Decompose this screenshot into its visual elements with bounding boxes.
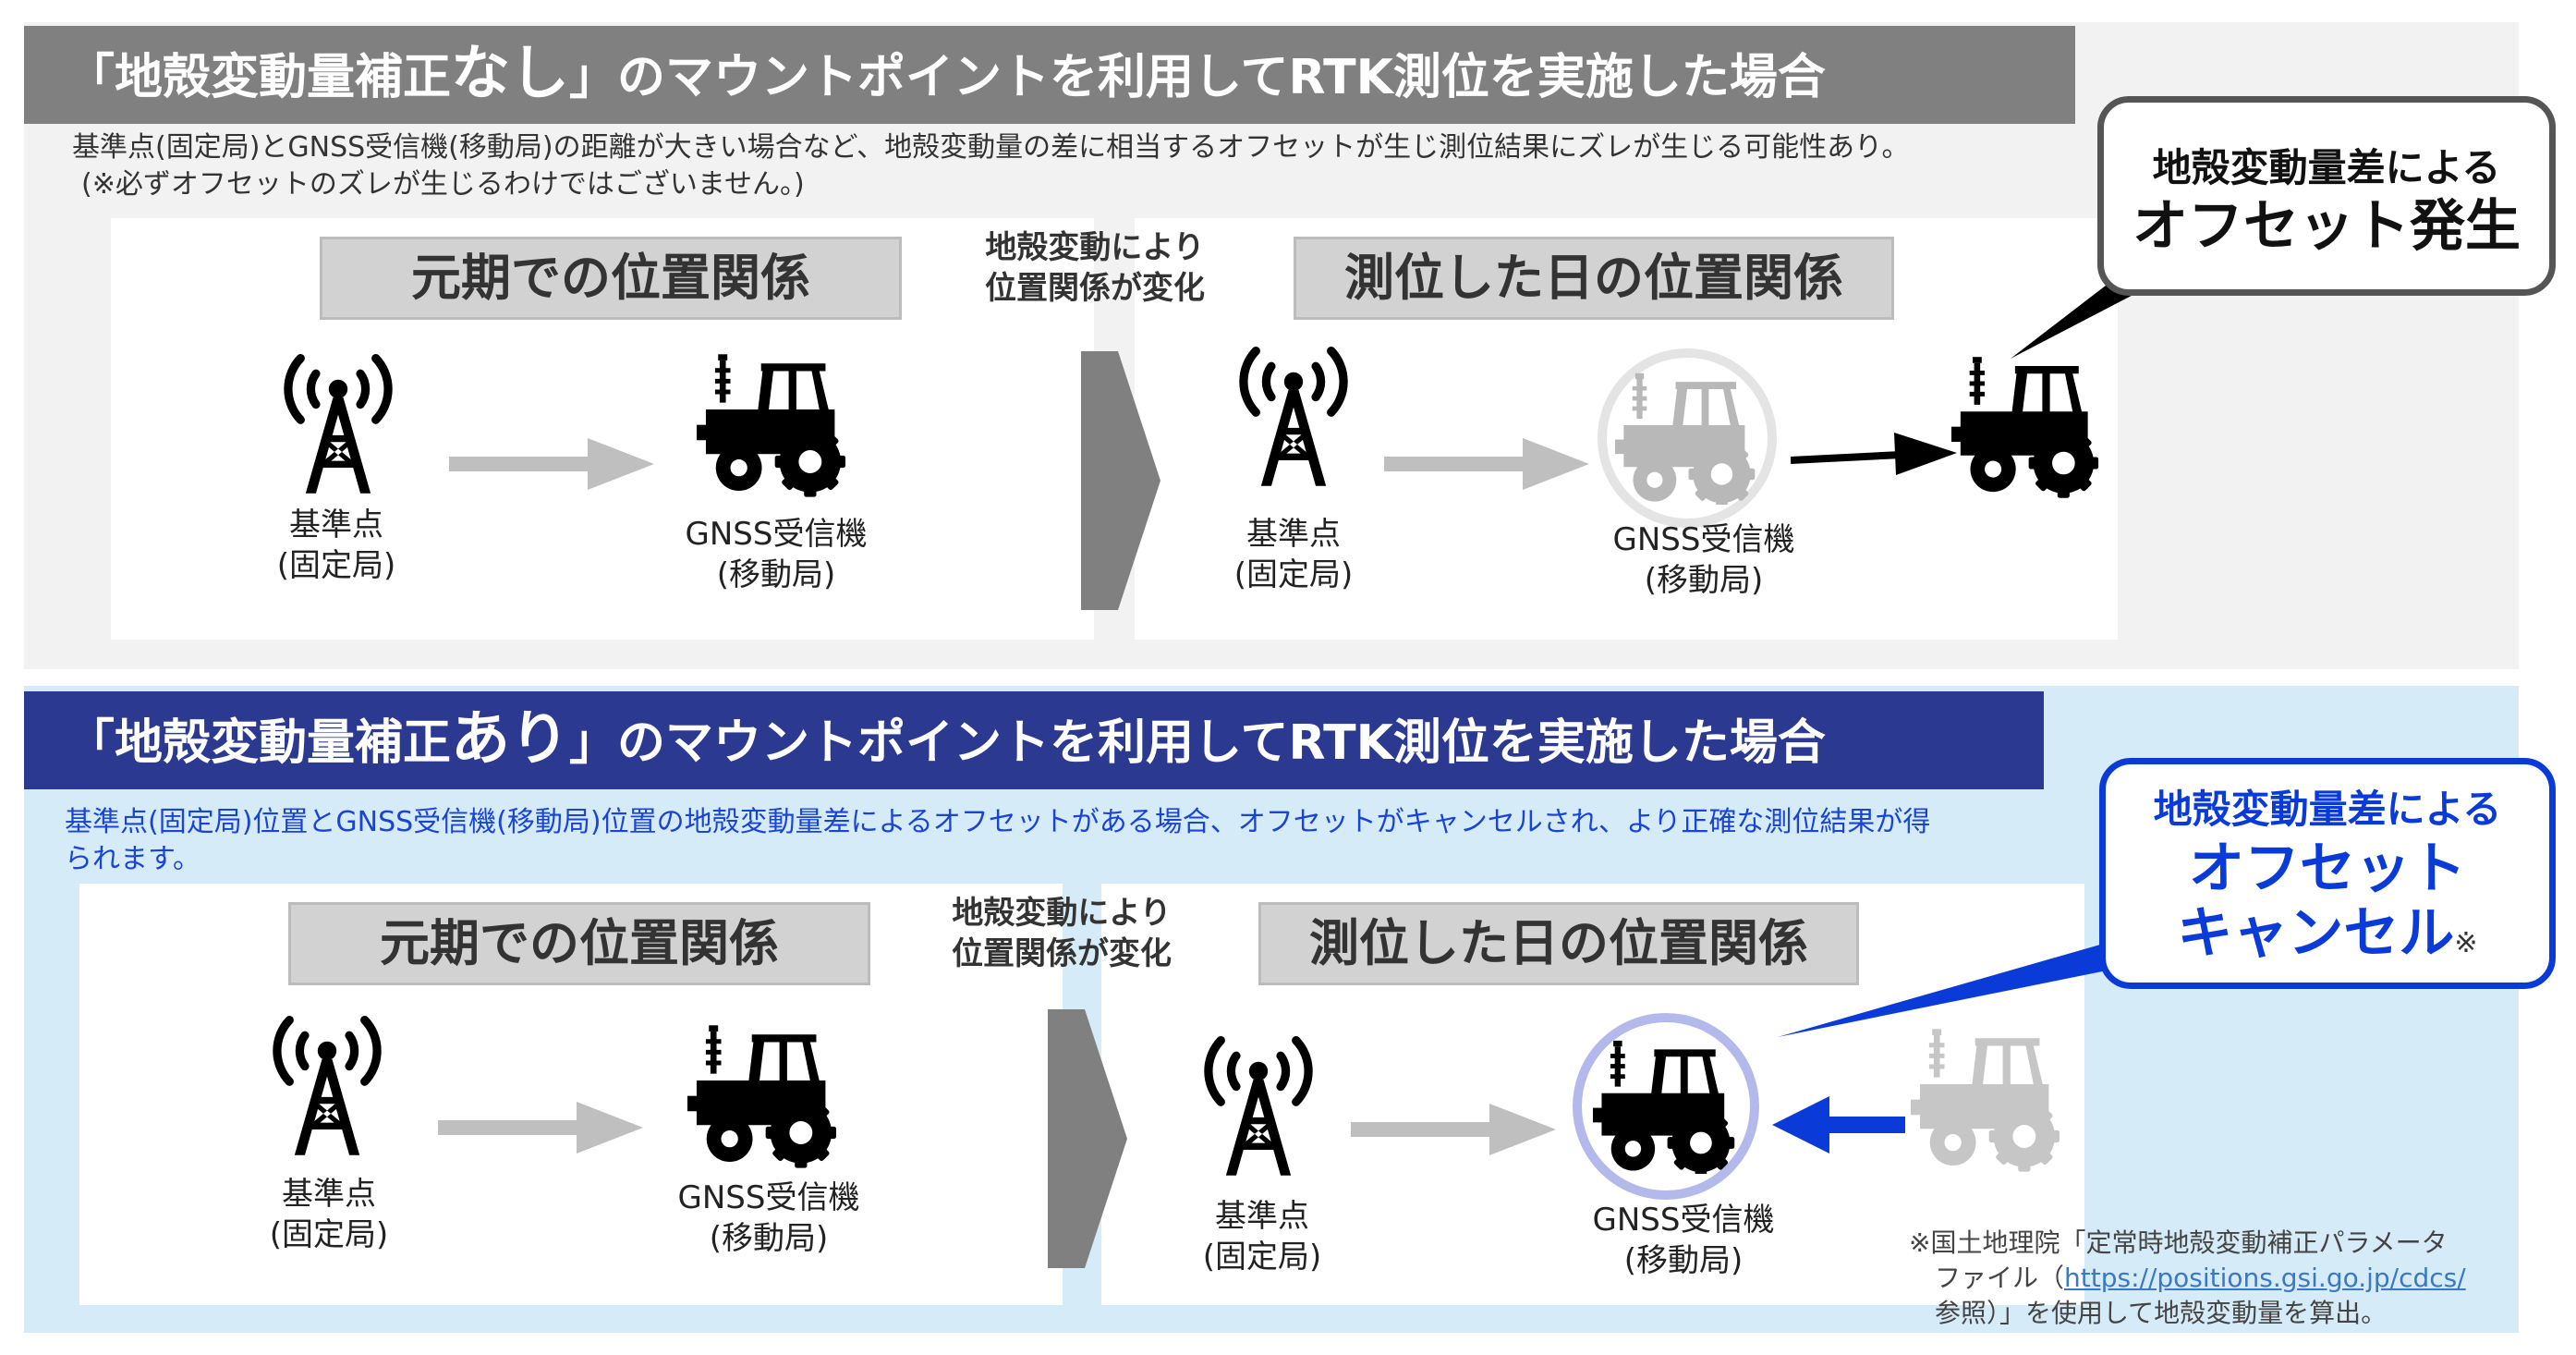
bottom-right-base-label: 基準点 (固定局) [1170, 1196, 1355, 1277]
bottom-callout-line2: オフセット [2189, 836, 2466, 901]
right-arrow-icon [449, 438, 654, 490]
bottom-title-bar: 「地殻変動量補正あり」のマウントポイントを利用してRTK測位を実施した場合 [24, 691, 2044, 789]
bottom-change-text: 地殻変動により 位置関係が変化 [952, 893, 1172, 974]
top-left-header: 元期での位置関係 [320, 237, 902, 320]
top-desc-line1: 基準点(固定局)とGNSS受信機(移動局)の距離が大きい場合など、地殻変動量の差… [72, 131, 1910, 164]
top-title-pre: 「地殻変動量補正 [67, 50, 452, 105]
bottom-left-header: 元期での位置関係 [288, 902, 870, 985]
source-link[interactable]: https://positions.gsi.go.jp/cdcs/ [2064, 1263, 2466, 1293]
antenna-tower-icon [270, 349, 407, 495]
top-callout-line2: オフセット発生 [2132, 194, 2521, 259]
top-transition-chevron [1081, 351, 1160, 610]
rover-label-line2: (移動局) [716, 556, 836, 593]
right-arrow-icon [438, 1102, 643, 1154]
bottom-callout-line3: キャンセル※ [2106, 901, 2549, 976]
top-left-base-label: 基準点 (固定局) [244, 505, 429, 586]
bottom-right-header: 測位した日の位置関係 [1258, 902, 1859, 985]
rover-label-line2: (移動局) [1623, 1242, 1744, 1279]
note-line3: 参照）」を使用して地殻変動量を算出。 [1935, 1298, 2388, 1328]
top-right-rover-label: GNSS受信機 (移動局) [1593, 519, 1815, 601]
base-label-line1: 基準点 [1246, 516, 1341, 553]
note-line1: ※国土地理院「定常時地殻変動補正パラメータ [1909, 1227, 2448, 1258]
base-label-line1: 基準点 [289, 507, 383, 543]
right-arrow-icon [1351, 1104, 1556, 1155]
top-title-emphasis: なし [451, 40, 570, 108]
bottom-transition-chevron [1048, 1009, 1127, 1268]
note-line2: ファイル（https://positions.gsi.go.jp/cdcs/ [1909, 1261, 2466, 1296]
bottom-callout-line3-text: キャンセル [2177, 901, 2455, 966]
top-change-line1: 地殻変動により [985, 229, 1205, 266]
bottom-right-rover-label: GNSS受信機 (移動局) [1563, 1200, 1804, 1281]
top-title-post: 」のマウントポイントを利用してRTK測位を実施した場合 [569, 50, 1826, 105]
top-desc-line2: (※必ずオフセットのズレが生じるわけではございません。) [81, 168, 805, 201]
bottom-description: 基準点(固定局)位置とGNSS受信機(移動局)位置の地殻変動量差によるオフセット… [65, 804, 1930, 878]
base-label-line2: (固定局) [1233, 556, 1354, 593]
bottom-callout-mark: ※ [2454, 927, 2478, 959]
corrected-rover-icon [1573, 1013, 1759, 1200]
top-callout-line1: 地殻変動量差による [2152, 145, 2501, 190]
rover-label-line1: GNSS受信機 [677, 1179, 860, 1216]
top-callout: 地殻変動量差による オフセット発生 [2097, 96, 2556, 296]
base-label-line1: 基準点 [282, 1176, 376, 1213]
tractor-icon [697, 349, 850, 497]
bottom-change-line1: 地殻変動により [952, 895, 1172, 932]
top-right-header: 測位した日の位置関係 [1294, 237, 1894, 320]
bottom-desc-line1: 基準点(固定局)位置とGNSS受信機(移動局)位置の地殻変動量差によるオフセット… [65, 806, 1931, 838]
bottom-left-rover-label: GNSS受信機 (移動局) [658, 1178, 880, 1259]
bottom-left-base-label: 基準点 (固定局) [237, 1174, 421, 1255]
top-left-rover-label: GNSS受信機 (移動局) [665, 514, 887, 595]
cancel-arrow-icon [1772, 1096, 1905, 1154]
tractor-icon [687, 1020, 841, 1168]
bottom-callout: 地殻変動量差による オフセット キャンセル※ [2099, 758, 2556, 989]
bottom-callout-pointer [1778, 943, 2116, 1037]
source-note: ※国土地理院「定常時地殻変動補正パラメータ ファイル（https://posit… [1909, 1226, 2466, 1331]
top-description: 基準点(固定局)とGNSS受信機(移動局)の距離が大きい場合など、地殻変動量の差… [72, 129, 1910, 203]
antenna-tower-icon [1225, 342, 1362, 488]
base-label-line2: (固定局) [276, 547, 396, 584]
bottom-callout-line1: 地殻変動量差による [2153, 787, 2502, 832]
rover-label-line1: GNSS受信機 [1612, 521, 1795, 558]
bottom-desc-line2: られます。 [65, 843, 200, 875]
top-right-base-label: 基準点 (固定局) [1201, 514, 1386, 595]
base-label-line2: (固定局) [269, 1216, 389, 1253]
rover-label-line2: (移動局) [709, 1220, 829, 1257]
base-label-line2: (固定局) [1202, 1239, 1322, 1276]
bottom-change-line2: 位置関係が変化 [952, 935, 1172, 972]
ghost-rover-icon [1598, 348, 1777, 528]
ghost-tractor-icon [1911, 1024, 2064, 1172]
tractor-icon [1951, 351, 2103, 499]
rover-label-line1: GNSS受信機 [1592, 1202, 1775, 1239]
bottom-title-pre: 「地殻変動量補正 [67, 715, 452, 771]
top-change-text: 地殻変動により 位置関係が変化 [985, 227, 1205, 309]
rover-label-line2: (移動局) [1644, 562, 1764, 599]
right-arrow-icon [1384, 438, 1589, 490]
note-line2-pre: ファイル（ [1935, 1263, 2065, 1293]
antenna-tower-icon [1190, 1032, 1327, 1178]
offset-arrow-icon [1791, 433, 1957, 475]
top-title-bar: 「地殻変動量補正なし」のマウントポイントを利用してRTK測位を実施した場合 [24, 26, 2075, 124]
rover-label-line1: GNSS受信機 [685, 516, 868, 553]
bottom-title-post: 」のマウントポイントを利用してRTK測位を実施した場合 [569, 715, 1826, 771]
base-label-line1: 基準点 [1215, 1198, 1309, 1235]
top-change-line2: 位置関係が変化 [985, 270, 1205, 307]
bottom-title-emphasis: あり [451, 705, 570, 774]
antenna-tower-icon [259, 1011, 395, 1157]
